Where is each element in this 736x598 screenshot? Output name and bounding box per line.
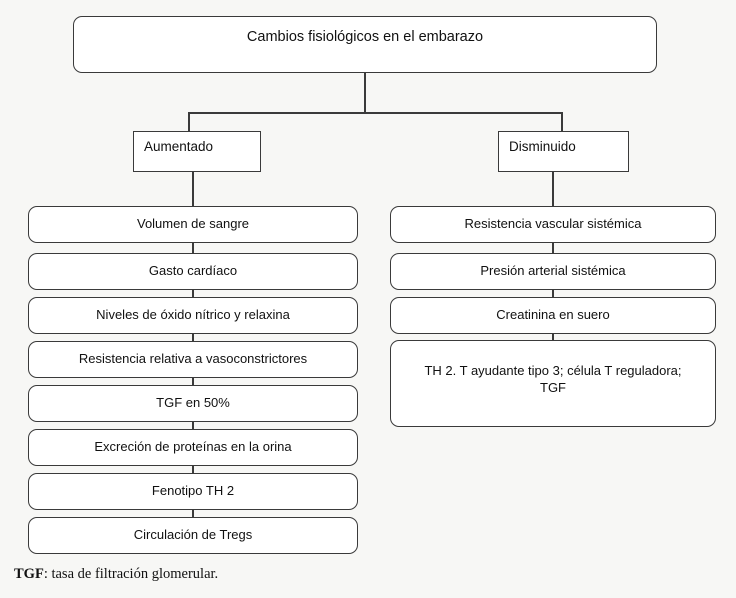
decreased-item-label: Presión arterial sistémica (480, 263, 626, 279)
increased-item-label: Resistencia relativa a vasoconstrictores (78, 351, 308, 367)
connector-aumentado-stem (192, 172, 194, 206)
connector-left-6 (192, 466, 194, 475)
connector-left-5 (192, 422, 194, 431)
increased-item-tgf-50: TGF en 50% (28, 385, 358, 422)
connector-left-7 (192, 510, 194, 519)
connector-left-4 (192, 378, 194, 387)
increased-item-label: Fenotipo TH 2 (151, 483, 235, 499)
increased-item-gasto-cardiaco: Gasto cardíaco (28, 253, 358, 290)
increased-item-excrecion-proteinas: Excreción de proteínas en la orina (28, 429, 358, 466)
connector-right-3 (552, 334, 554, 341)
increased-item-label: Excreción de proteínas en la orina (94, 439, 292, 455)
increased-item-label: Circulación de Tregs (133, 527, 253, 543)
connector-left-1 (192, 243, 194, 253)
connector-root-stem (364, 73, 366, 113)
footnote-abbreviation: TGF (14, 566, 44, 582)
decreased-item-label: TH 2. T ayudante tipo 3; célula T regula… (424, 363, 682, 395)
increased-item-label: Gasto cardíaco (148, 263, 238, 279)
root-node: Cambios fisiológicos en el embarazo (73, 16, 657, 73)
connector-to-aumentado (188, 112, 190, 132)
increased-item-fenotipo-th2: Fenotipo TH 2 (28, 473, 358, 510)
root-node-label: Cambios fisiológicos en el embarazo (246, 29, 484, 46)
decreased-item-th2-tgf: TH 2. T ayudante tipo 3; célula T regula… (390, 340, 716, 427)
branch-label-aumentado-text: Aumentado (144, 139, 214, 154)
connector-left-3 (192, 334, 194, 343)
branch-label-disminuido: Disminuido (498, 131, 629, 172)
increased-item-label: Volumen de sangre (136, 216, 250, 232)
decreased-item-label: Resistencia vascular sistémica (464, 216, 642, 232)
increased-item-circulacion-tregs: Circulación de Tregs (28, 517, 358, 554)
branch-label-aumentado: Aumentado (133, 131, 261, 172)
connector-right-2 (552, 290, 554, 299)
connector-right-1 (552, 243, 554, 253)
decreased-item-label: Creatinina en suero (496, 307, 610, 323)
connector-root-crossbar (188, 112, 563, 114)
decreased-item-creatinina-suero: Creatinina en suero (390, 297, 716, 334)
decreased-item-resistencia-vascular: Resistencia vascular sistémica (390, 206, 716, 243)
increased-item-label: TGF en 50% (156, 395, 230, 411)
increased-item-resistencia-vasoconstrictores: Resistencia relativa a vasoconstrictores (28, 341, 358, 378)
footnote: TGF: tasa de filtración glomerular. (14, 566, 218, 583)
increased-item-volumen-de-sangre: Volumen de sangre (28, 206, 358, 243)
footnote-text: : tasa de filtración glomerular. (43, 566, 219, 582)
decreased-item-presion-arterial: Presión arterial sistémica (390, 253, 716, 290)
connector-left-2 (192, 290, 194, 299)
increased-item-oxido-nitrico-relaxina: Niveles de óxido nítrico y relaxina (28, 297, 358, 334)
connector-disminuido-stem (552, 172, 554, 206)
branch-label-disminuido-text: Disminuido (509, 139, 576, 154)
connector-to-disminuido (561, 112, 563, 132)
increased-item-label: Niveles de óxido nítrico y relaxina (96, 307, 290, 323)
